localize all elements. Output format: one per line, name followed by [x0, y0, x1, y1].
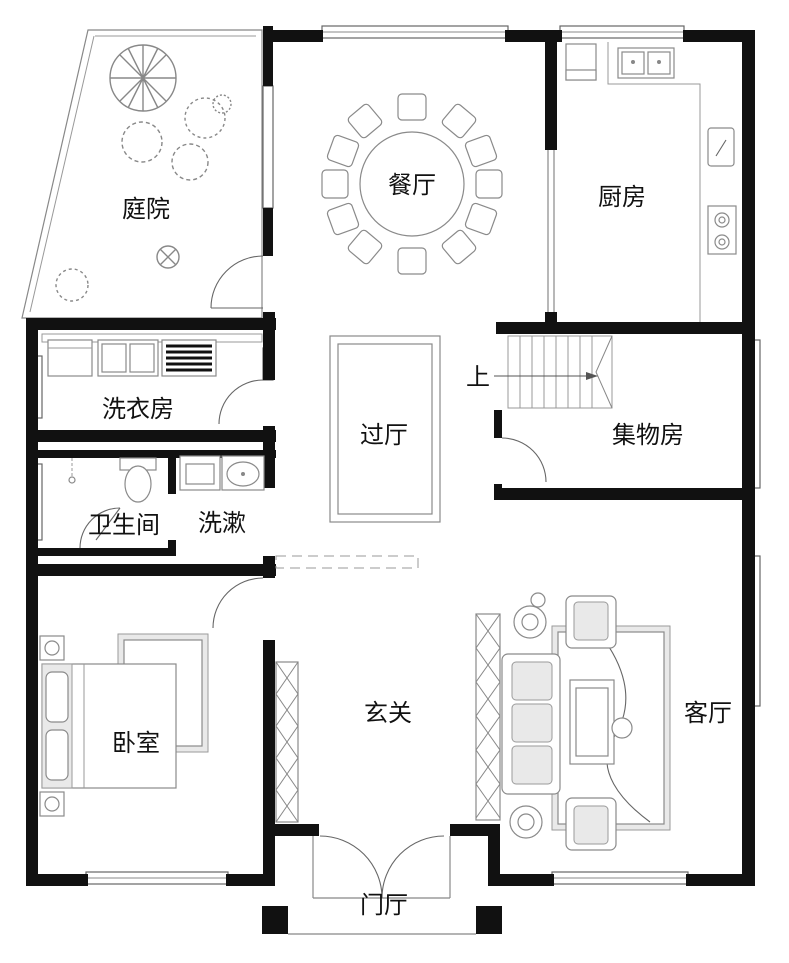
shoe-cabinet: [275, 661, 299, 823]
basin-icon: [221, 455, 265, 491]
display-cabinet: [475, 613, 501, 821]
label-porch: 门厅: [360, 891, 408, 919]
tree-icon: [109, 44, 177, 112]
label-storage: 集物房: [612, 421, 684, 449]
label-kitchen: 厨房: [598, 183, 646, 211]
label-bedroom: 卧室: [112, 729, 160, 757]
sink-icon: [617, 47, 675, 79]
armchair-icon: [565, 595, 617, 851]
kitchen-fixtures: [565, 42, 737, 322]
label-dining: 餐厅: [388, 171, 436, 199]
label-wash: 洗漱: [198, 509, 246, 537]
stove-icon: [707, 205, 737, 255]
label-laundry: 洗衣房: [102, 395, 174, 423]
walls: [26, 26, 755, 935]
dining-table: [321, 93, 503, 275]
bathroom-fixtures: [68, 455, 265, 503]
courtyard-area: [21, 29, 263, 319]
label-living: 客厅: [684, 699, 732, 727]
label-hall: 过厅: [360, 421, 408, 449]
toilet-icon: [119, 457, 157, 503]
label-courtyard: 庭院: [122, 195, 170, 223]
bed: [39, 633, 209, 817]
label-foyer: 玄关: [364, 699, 412, 727]
stairs: [494, 335, 613, 409]
living-furniture: [501, 592, 671, 851]
sofa-icon: [501, 653, 561, 795]
doors: [79, 150, 555, 899]
lamp-icon: [156, 245, 180, 269]
hall-rug: [329, 335, 441, 523]
label-toilet: 卫生间: [88, 511, 160, 539]
label-stair-up: 上: [466, 363, 490, 391]
room-labels: 庭院 餐厅 厨房 洗衣房 过厅 集物房 卫生间 洗漱 卧室 玄关 客厅 门厅 上: [88, 171, 732, 919]
shrub-icon: [55, 94, 232, 302]
laundry-fixtures: [41, 333, 263, 377]
